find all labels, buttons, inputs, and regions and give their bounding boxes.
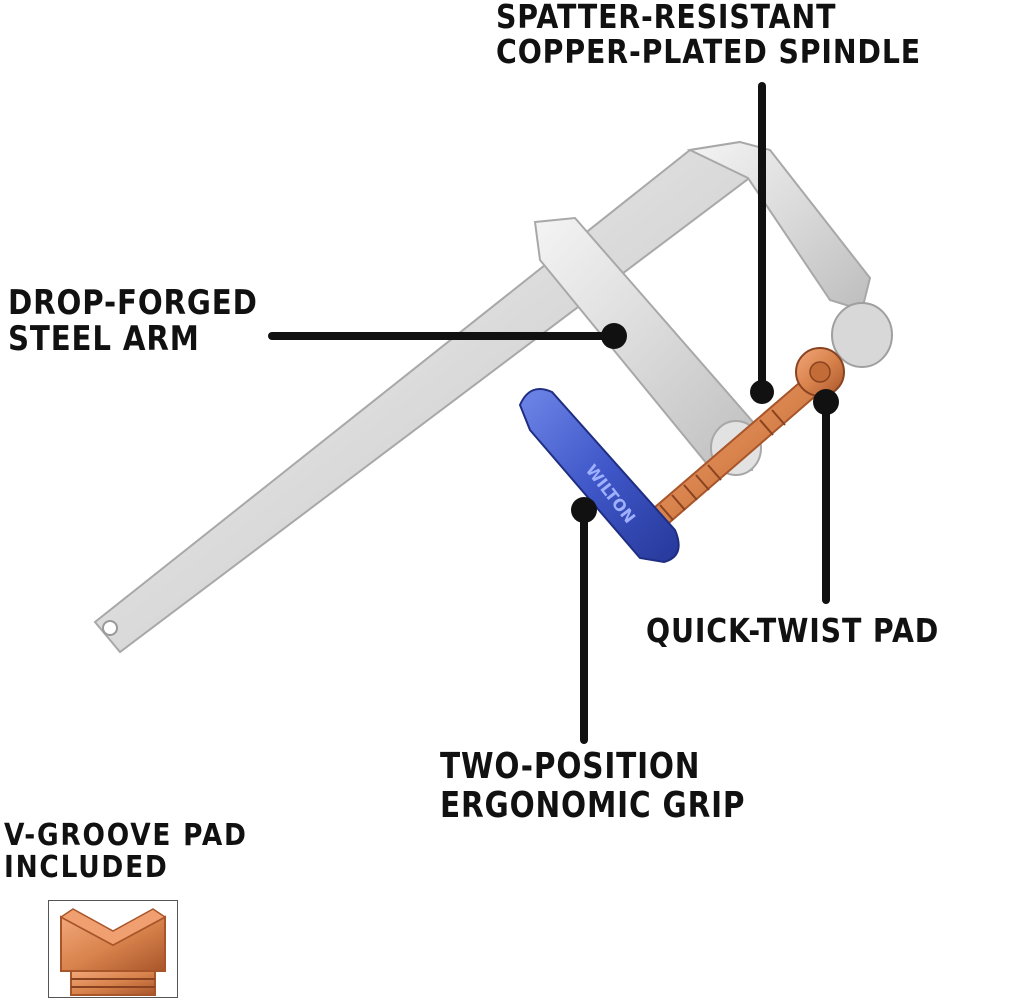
label-quick-twist-pad: QUICK-TWIST PAD [646, 611, 940, 650]
v-groove-pad-image [48, 900, 178, 998]
label-v-groove-pad: V-GROOVE PAD INCLUDED [4, 818, 248, 885]
label-ergonomic-grip: TWO-POSITION ERGONOMIC GRIP [440, 746, 746, 826]
label-steel-arm: DROP-FORGED STEEL ARM [8, 283, 258, 359]
ergonomic-grip: WILTON [518, 388, 680, 564]
copper-spindle [638, 347, 845, 537]
callout-lines [268, 82, 839, 744]
label-spindle: SPATTER-RESISTANT COPPER-PLATED SPINDLE [496, 0, 922, 71]
v-groove-pad-icon [59, 908, 167, 996]
fixed-jaw-pad [831, 302, 893, 368]
